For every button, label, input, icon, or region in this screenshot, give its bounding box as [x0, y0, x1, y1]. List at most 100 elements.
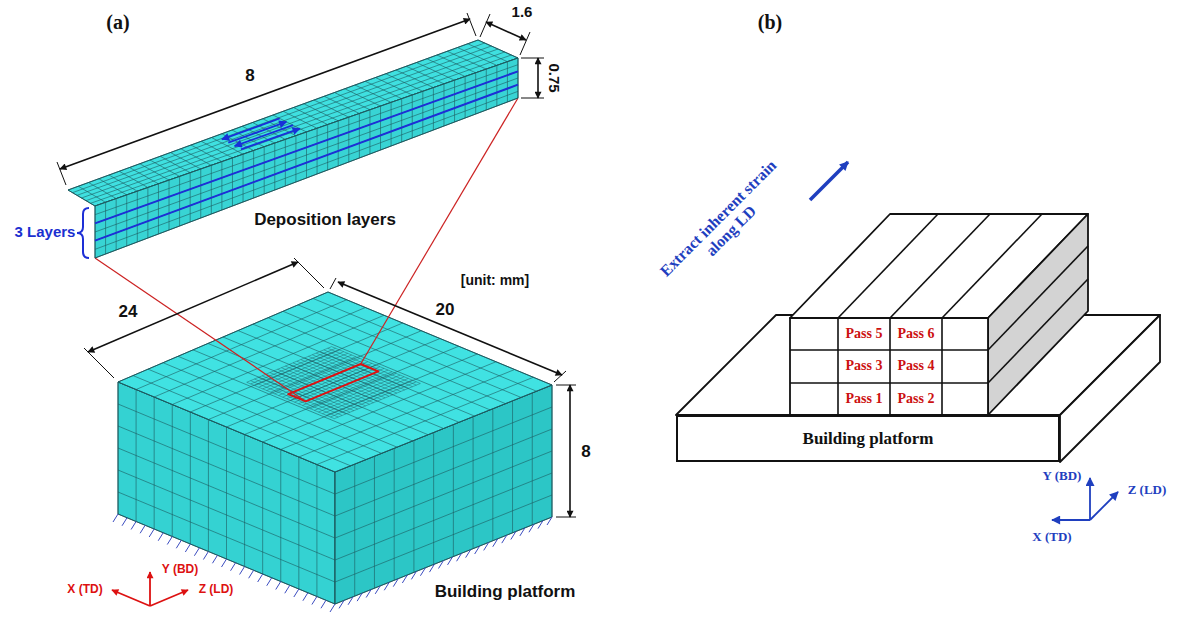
support-hatch	[484, 542, 489, 550]
part-label: Deposition layers	[254, 210, 396, 230]
fine-mesh-line	[330, 382, 416, 417]
layer-boundary	[95, 85, 518, 241]
support-hatch	[520, 528, 525, 536]
mesh-line	[118, 448, 335, 538]
mesh-line	[118, 470, 335, 560]
support-hatch	[131, 522, 136, 530]
dimension-line	[486, 22, 526, 40]
footprint-outline	[288, 364, 378, 401]
support-hatch	[185, 544, 190, 552]
support-hatch	[475, 546, 480, 554]
mesh-line	[335, 495, 552, 582]
axis-label: X (TD)	[67, 583, 102, 597]
node-text: Pass 4	[898, 358, 935, 374]
extension-line	[556, 385, 576, 386]
support-hatch	[357, 593, 362, 601]
scan-direction-arrow	[235, 125, 293, 146]
support-hatch	[267, 578, 272, 586]
fine-mesh-line	[287, 363, 372, 398]
axis-label: Y (BD)	[162, 563, 198, 577]
mesh-line	[118, 292, 328, 382]
mesh-line	[154, 308, 365, 398]
mesh-line	[190, 323, 402, 412]
dimension-label: 20	[436, 300, 455, 320]
extension-line	[521, 58, 544, 59]
pass-boundary	[838, 214, 938, 318]
support-hatch	[448, 557, 453, 565]
platform-top-face	[118, 292, 552, 472]
axis-arrow	[150, 590, 188, 606]
support-hatch	[466, 550, 471, 558]
mesh-line	[91, 55, 512, 203]
deposition-front-face	[95, 58, 518, 258]
node-text: Pass 6	[898, 326, 935, 342]
layer-boundary	[790, 349, 988, 351]
support-hatch	[113, 514, 118, 522]
dimension-line	[537, 58, 539, 98]
mesh-line	[95, 58, 518, 206]
mesh-line	[335, 451, 552, 538]
support-hatch	[294, 589, 299, 597]
support-hatch	[176, 540, 181, 548]
dimension-label: 1.6	[512, 3, 533, 20]
pass-cell: Pass 3	[838, 350, 890, 383]
node-text: Pass 2	[898, 391, 935, 407]
fine-mesh-line	[259, 352, 344, 388]
platform-front-face: Building platform	[676, 415, 1060, 462]
support-hatch	[511, 532, 516, 540]
support-hatch	[222, 559, 227, 567]
support-hatch	[339, 600, 344, 608]
fine-mesh-line	[291, 365, 376, 400]
support-hatch	[420, 568, 425, 576]
extraction-arrow	[810, 162, 848, 200]
mesh-line	[136, 300, 347, 390]
support-hatch	[158, 533, 163, 541]
support-hatch	[529, 524, 534, 532]
dimension-line	[60, 19, 470, 169]
support-hatch	[547, 517, 552, 525]
support-hatch	[457, 553, 462, 561]
mesh-line	[95, 85, 518, 241]
fine-mesh-line	[295, 367, 380, 402]
support-hatch	[502, 535, 507, 543]
support-hatch	[167, 537, 172, 545]
mesh-line	[95, 78, 518, 232]
layer-brace	[77, 208, 89, 258]
node-text: Pass 3	[846, 358, 883, 374]
support-hatch	[366, 590, 371, 598]
zoom-leader-line	[95, 258, 306, 401]
extension-line	[330, 278, 336, 289]
support-hatch	[149, 529, 154, 537]
dimension-line	[88, 262, 298, 352]
axis-arrow	[1089, 478, 1091, 520]
axis-label: X (TD)	[1032, 530, 1071, 545]
support-hatch	[538, 521, 543, 529]
mesh-line	[95, 71, 518, 223]
support-hatch	[375, 586, 380, 594]
support-hatch	[140, 525, 145, 533]
support-hatch	[493, 539, 498, 547]
support-hatch	[276, 582, 281, 590]
axis-arrow	[1090, 492, 1118, 520]
mesh-line	[335, 385, 552, 472]
extension-line	[480, 14, 490, 37]
support-hatch	[429, 564, 434, 572]
scan-direction-arrow	[228, 122, 286, 143]
extension-line	[520, 32, 530, 55]
fine-mesh-line	[322, 378, 408, 413]
unit-note: [unit: mm]	[461, 272, 529, 288]
pass-boundary	[941, 318, 943, 415]
mesh-line	[95, 98, 518, 258]
extension-line	[556, 517, 576, 518]
fine-mesh-line	[306, 372, 392, 407]
layer-boundary	[95, 71, 518, 223]
layer-count-label: 3 Layers	[15, 223, 76, 240]
support-hatch	[231, 563, 236, 571]
fine-mesh-line	[251, 348, 336, 384]
scan-direction-arrow	[222, 118, 280, 139]
axis-arrow	[1052, 519, 1090, 521]
layer-boundary	[790, 382, 988, 384]
axis-arrow	[149, 572, 151, 606]
